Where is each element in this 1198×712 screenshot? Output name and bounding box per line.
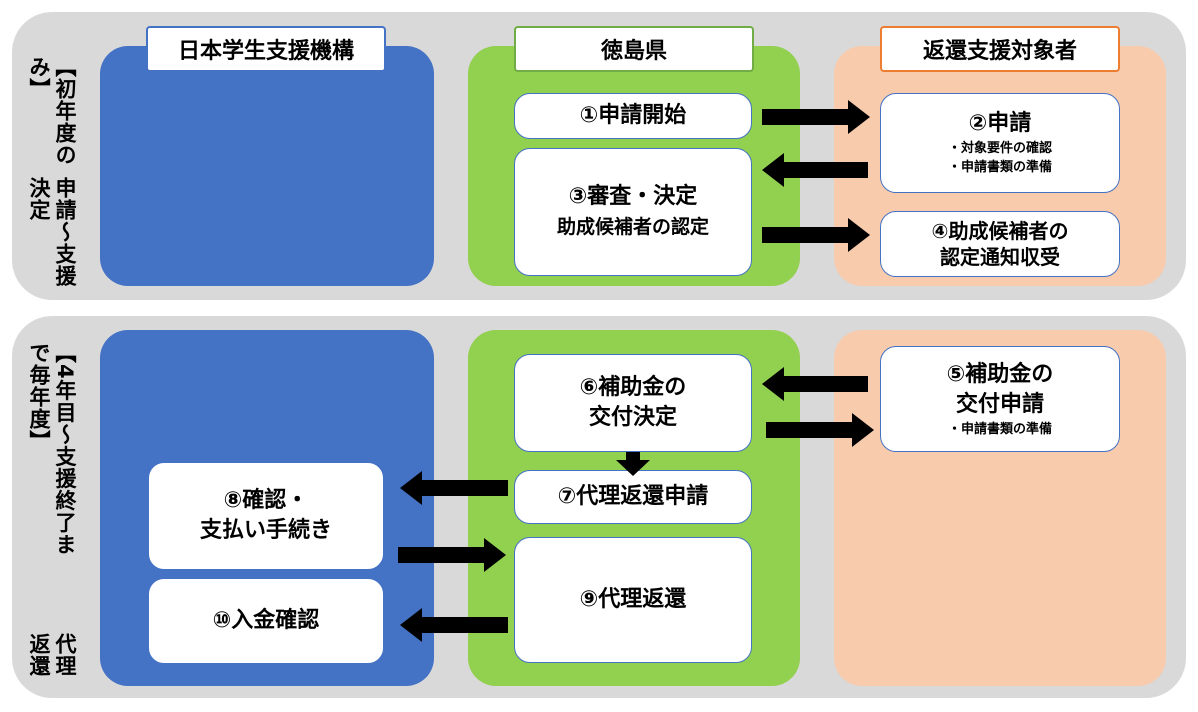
jasso-column-top: [100, 46, 434, 286]
arrow-left-icon: [400, 608, 508, 642]
header-jasso: 日本学生支援機構: [146, 26, 386, 72]
arrow-left-icon: [400, 471, 508, 505]
header-recipient: 返還支援対象者: [880, 26, 1120, 72]
step6-line1: ⑥補助金の: [579, 375, 687, 400]
step4-box: ④助成候補者の 認定通知収受: [880, 211, 1120, 277]
arrow-left-icon: [762, 367, 868, 401]
step3-title: ③審査・決定: [568, 184, 698, 209]
step2-box: ②申請 ・対象要件の確認 ・申請書類の準備: [880, 93, 1120, 193]
step6-box: ⑥補助金の 交付決定: [514, 354, 752, 452]
step7-label: ⑦代理返還申請: [557, 484, 709, 509]
step9-box: ⑨代理返還: [514, 537, 752, 663]
step2-item: ・申請書類の準備: [947, 160, 1052, 175]
step5-line1: ⑤補助金の: [946, 361, 1054, 387]
step7-box: ⑦代理返還申請: [514, 470, 752, 524]
step3-box: ③審査・決定 助成候補者の認定: [514, 148, 752, 276]
step1-box: ①申請開始: [514, 93, 752, 139]
step2-title: ②申請: [968, 111, 1032, 136]
step5-item: ・申請書類の準備: [947, 421, 1052, 437]
section1-label-sub: 【初年度のみ】: [27, 56, 77, 166]
step10-label: ⑩入金確認: [212, 608, 320, 633]
arrow-left-icon: [762, 153, 868, 187]
step8-line1: ⑧確認・: [223, 488, 309, 513]
arrow-down-icon: [616, 452, 650, 476]
step6-line2: 交付決定: [588, 405, 677, 430]
arrow-right-icon: [766, 413, 874, 447]
step5-box: ⑤補助金の 交付申請 ・申請書類の準備: [880, 346, 1120, 452]
step4-line1: ④助成候補者の: [931, 219, 1069, 243]
step8-box: ⑧確認・ 支払い手続き: [148, 462, 384, 570]
step5-line2: 交付申請: [955, 391, 1044, 417]
arrow-right-icon: [398, 538, 506, 572]
step10-box: ⑩入金確認: [148, 578, 384, 664]
arrow-right-icon: [762, 100, 870, 134]
step8-line2: 支払い手続き: [199, 518, 332, 543]
section1-label-main: 申請～支援決定: [27, 177, 77, 287]
step4-line2: 認定通知収受: [940, 245, 1060, 269]
step9-label: ⑨代理返還: [579, 587, 687, 612]
section2-label-main: 代理返還: [27, 632, 77, 677]
step2-item: ・対象要件の確認: [947, 141, 1052, 156]
step3-subtitle: 助成候補者の認定: [556, 216, 709, 238]
arrow-right-icon: [762, 218, 870, 252]
header-prefecture: 徳島県: [514, 26, 754, 72]
section1-label: 申請～支援決定 【初年度のみ】: [26, 56, 78, 296]
section2-label: 代理返還 【4年目～支援終了まで毎年度】: [26, 342, 78, 692]
step1-label: ①申請開始: [579, 103, 687, 128]
section2-label-sub: 【4年目～支援終了まで毎年度】: [27, 342, 77, 556]
